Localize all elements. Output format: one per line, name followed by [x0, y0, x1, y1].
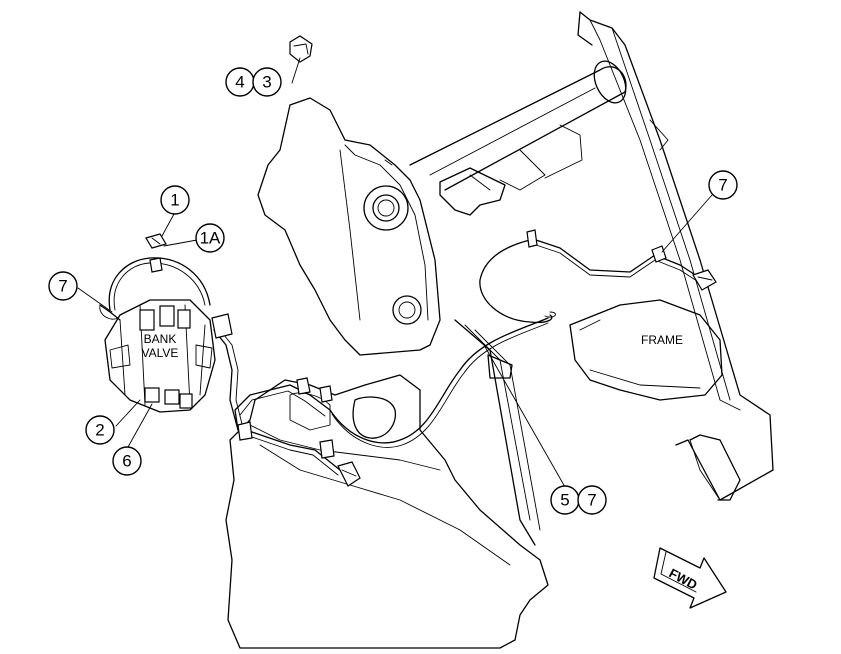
- callout-1: 1: [160, 185, 190, 215]
- fwd-arrow: FWD: [653, 547, 727, 609]
- fwd-label: FWD: [667, 565, 700, 592]
- callout-7-bottom: 7: [577, 485, 607, 515]
- svg-text:2: 2: [95, 421, 104, 440]
- callout-4: 4: [225, 67, 255, 97]
- svg-text:7: 7: [58, 277, 67, 296]
- svg-text:3: 3: [262, 73, 271, 92]
- svg-text:1: 1: [170, 191, 179, 210]
- machine-frame-outline: [225, 11, 774, 649]
- bank-valve-assembly: BANK VALVE: [99, 299, 216, 413]
- callout-7-right: 7: [708, 170, 738, 200]
- svg-text:6: 6: [122, 452, 131, 471]
- svg-text:7: 7: [718, 176, 727, 195]
- bank-valve-label-line2: VALVE: [142, 346, 179, 360]
- callout-2: 2: [85, 415, 115, 445]
- frame-label: FRAME: [641, 333, 683, 347]
- callout-5: 5: [550, 485, 580, 515]
- svg-text:5: 5: [560, 491, 569, 510]
- callout-7-left: 7: [48, 271, 78, 301]
- leader-lines: [77, 57, 713, 488]
- bank-valve-label-line1: BANK: [144, 332, 177, 346]
- svg-text:1A: 1A: [200, 229, 221, 248]
- wiring-harness: [99, 237, 701, 479]
- callout-3: 3: [252, 67, 282, 97]
- callout-6: 6: [112, 446, 142, 476]
- svg-text:7: 7: [587, 491, 596, 510]
- callout-1a: 1A: [195, 223, 225, 253]
- connectors: [145, 35, 717, 487]
- svg-text:4: 4: [235, 73, 244, 92]
